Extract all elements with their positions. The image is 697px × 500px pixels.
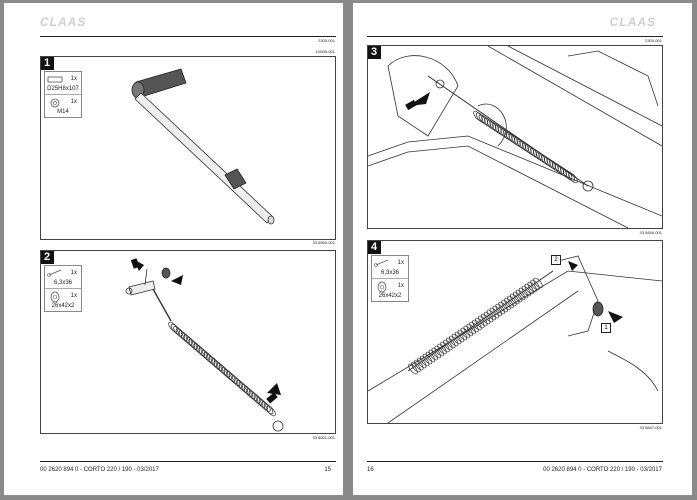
part-qty: 1x <box>70 270 77 276</box>
part-qty: 1x <box>70 293 77 299</box>
split-pin-icon <box>374 259 389 267</box>
part-size: 6,3x36 <box>380 270 399 276</box>
part-size: 26x42x2 <box>51 303 75 309</box>
machine-frame-illustration <box>368 46 662 228</box>
parts-row: 1x 26x42x2 <box>45 289 81 311</box>
step-number: 3 <box>368 46 381 59</box>
footer-doc-ref: 00 2620 894 0 - CORTO 220 / 190 - 03/201… <box>40 467 159 473</box>
part-qty: 1x <box>397 283 404 289</box>
part-qty: 1x <box>70 76 77 82</box>
parts-list: 1x 6,3x36 1x 26x42x2 <box>44 265 82 312</box>
step-number: 4 <box>368 241 381 254</box>
parts-row: 1x D25H8x107 <box>45 72 81 95</box>
part-qty: 1x <box>397 260 404 266</box>
parts-list: 1x D25H8x107 1x M14 <box>44 71 82 118</box>
footer-rule <box>40 461 336 462</box>
parts-row: 1x 6,3x36 <box>372 256 408 279</box>
part-size: 6,3x36 <box>53 280 72 286</box>
part-qty: 1x <box>70 99 77 105</box>
page-number: 15 <box>324 467 331 473</box>
figure-panel-3: 3 <box>367 45 663 229</box>
split-pin-icon <box>47 269 62 277</box>
spring-illustration <box>125 258 284 432</box>
callout-1: 1 <box>601 323 611 333</box>
left-page: CLAAS 2300-001 1000B-001 1 1x D25H8x107 … <box>4 3 343 495</box>
header-rule <box>367 36 663 37</box>
part-size: 26x42x2 <box>378 293 402 299</box>
sub-ref: 1000B-001 <box>315 49 335 54</box>
figure-panel-4: 4 1x 6,3x36 1x 26x42x2 2 1 <box>367 240 663 424</box>
header-ref: 2300-001 <box>318 38 335 43</box>
right-page: CLAAS 2300-001 3 33 5846-001 4 1x <box>353 3 692 495</box>
callout-2: 2 <box>551 255 561 265</box>
part-size: M14 <box>57 109 69 115</box>
figure-ref: 33 5846-001 <box>639 230 662 235</box>
washer-icon <box>50 291 60 303</box>
page-number: 16 <box>367 467 374 473</box>
figure-ref: 33 5050-001 <box>312 240 335 245</box>
figure-panel-1: 1 1x D25H8x107 1x M14 <box>40 56 336 240</box>
spring-mount-illustration <box>368 255 662 423</box>
claas-logo: CLAAS <box>40 15 87 29</box>
parts-row: 1x 26x42x2 <box>372 279 408 301</box>
header-ref: 2300-001 <box>645 38 662 43</box>
parts-row: 1x M14 <box>45 95 81 117</box>
figure-ref: 33 5847-001 <box>639 425 662 430</box>
step-number: 1 <box>41 57 54 70</box>
footer-doc-ref: 00 2620 894 0 - CORTO 220 / 190 - 03/201… <box>543 467 662 473</box>
washer-icon <box>377 281 387 293</box>
footer-rule <box>367 461 663 462</box>
figure-panel-2: 2 1x 6,3x36 1x 26x42x2 <box>40 250 336 434</box>
pin-icon <box>47 76 63 83</box>
header-rule <box>40 36 336 37</box>
parts-list: 1x 6,3x36 1x 26x42x2 <box>371 255 409 302</box>
parts-row: 1x 6,3x36 <box>45 266 81 289</box>
step-number: 2 <box>41 251 54 264</box>
wrench-illustration <box>131 68 275 225</box>
part-size: D25H8x107 <box>47 86 79 92</box>
figure-ref: 33 8001-001 <box>312 435 335 440</box>
claas-logo: CLAAS <box>609 15 656 29</box>
nut-icon <box>50 98 60 108</box>
